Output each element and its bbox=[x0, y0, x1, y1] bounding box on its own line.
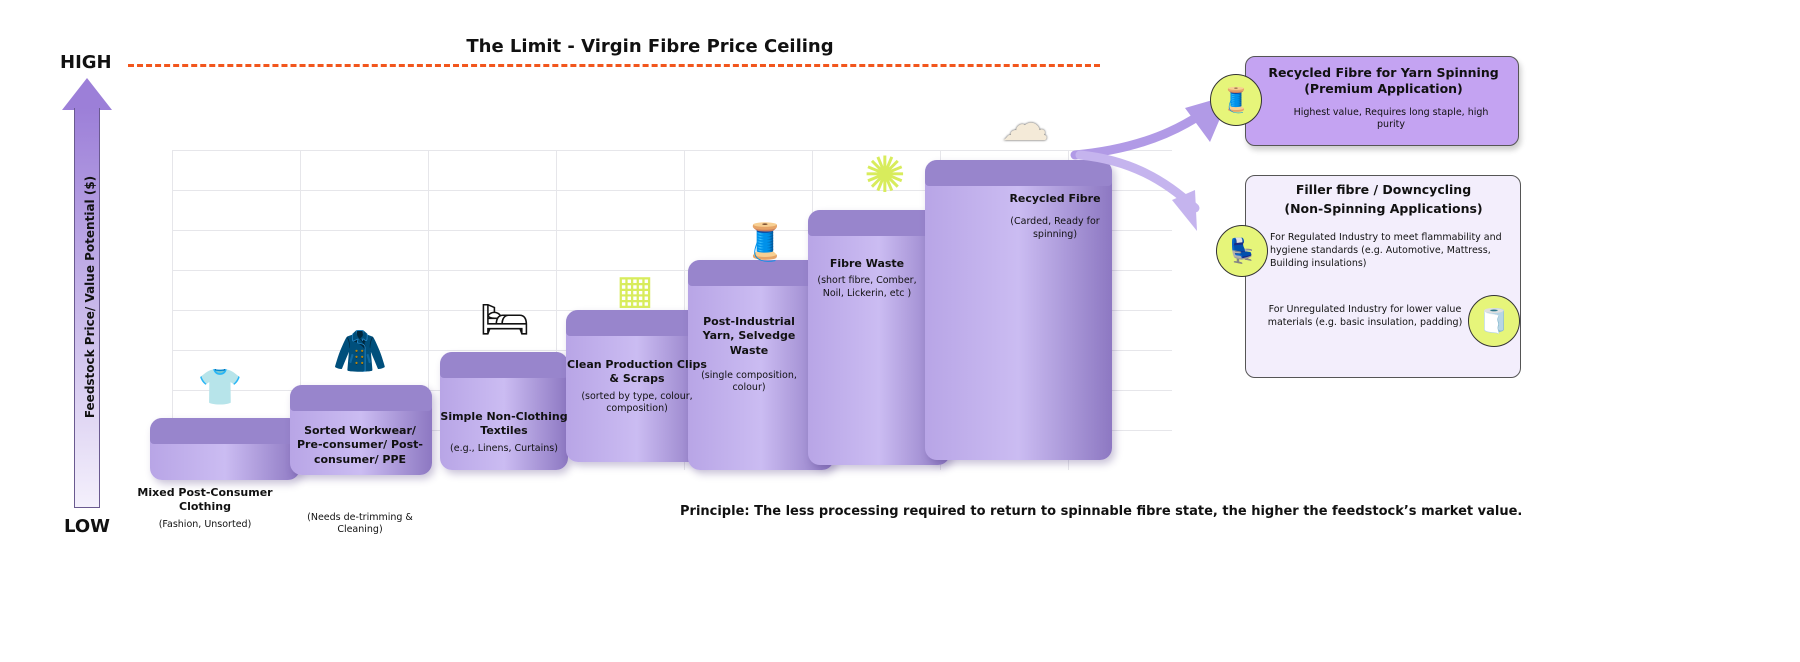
step-5-label: Post-Industrial Yarn, Selvedge Waste(sin… bbox=[701, 315, 797, 394]
filler-title: Filler fibre / Downcycling(Non-Spinning … bbox=[1284, 182, 1483, 216]
car-seat-icon: 💺 bbox=[1216, 225, 1268, 277]
step-2-sublabel: (Needs de-trimming & Cleaning) bbox=[307, 512, 413, 536]
price-ceiling-line bbox=[128, 64, 1100, 67]
premium-desc: Highest value, Requires long staple, hig… bbox=[1293, 107, 1489, 131]
filler-application-box: Filler fibre / Downcycling(Non-Spinning … bbox=[1245, 175, 1521, 378]
step-mixed-post-consumer bbox=[150, 418, 300, 480]
axis-label: Feedstock Price/ Value Potential ($) bbox=[83, 175, 97, 419]
linens-curtains-icon: 🛏 bbox=[479, 297, 531, 343]
step-recycled-fibre bbox=[925, 160, 1112, 460]
sorted-workwear-icon: 🧥 bbox=[332, 326, 388, 377]
step-sorted-workwear bbox=[290, 385, 432, 475]
step-7-label: Recycled Fibre(Carded, Ready for spinnin… bbox=[1009, 192, 1101, 240]
step-4-label: Clean Production Clips & Scraps(sorted b… bbox=[567, 358, 707, 414]
insulation-roll-icon: 🧻 bbox=[1468, 295, 1520, 347]
step-1-label: Mixed Post-Consumer Clothing(Fashion, Un… bbox=[137, 486, 273, 530]
step-2-label: Sorted Workwear/ Pre-consumer/ Post-cons… bbox=[297, 424, 423, 466]
step-non-clothing-textiles bbox=[440, 352, 568, 470]
filler-unregulated-text: For Unregulated Industry for lower value… bbox=[1267, 304, 1463, 328]
step-6-label: Fibre Waste(short fibre, Comber, Noil, L… bbox=[817, 257, 917, 299]
axis-high-label: HIGH bbox=[60, 52, 112, 73]
chart-title: The Limit - Virgin Fibre Price Ceiling bbox=[466, 36, 834, 57]
step-3-label: Simple Non-Clothing Textiles(e.g., Linen… bbox=[440, 410, 568, 454]
fibre-cloud-icon: ☁ bbox=[1001, 96, 1049, 152]
arrow-to-premium bbox=[1070, 110, 1205, 160]
premium-title: Recycled Fibre for Yarn Spinning(Premium… bbox=[1268, 65, 1499, 97]
axis-low-label: LOW bbox=[64, 516, 110, 537]
fibre-tangle-icon: ✺ bbox=[864, 146, 906, 204]
premium-application-box: Recycled Fibre for Yarn Spinning(Premium… bbox=[1245, 56, 1519, 146]
filler-regulated-text: For Regulated Industry to meet flammabil… bbox=[1270, 232, 1502, 269]
axis-arrow-shaft bbox=[74, 108, 100, 508]
thread-spool-icon: 🧵 bbox=[1210, 74, 1262, 126]
yarn-cones-icon: 🧵 bbox=[742, 222, 788, 263]
axis-arrow-head bbox=[62, 78, 112, 110]
principle-text: Principle: The less processing required … bbox=[680, 504, 1523, 519]
fabric-scraps-icon: ▦ bbox=[616, 267, 654, 313]
clothes-pile-icon: 👕 bbox=[197, 367, 243, 408]
step-clean-production-scraps bbox=[566, 310, 708, 462]
arrow-head-filler bbox=[1172, 190, 1197, 231]
